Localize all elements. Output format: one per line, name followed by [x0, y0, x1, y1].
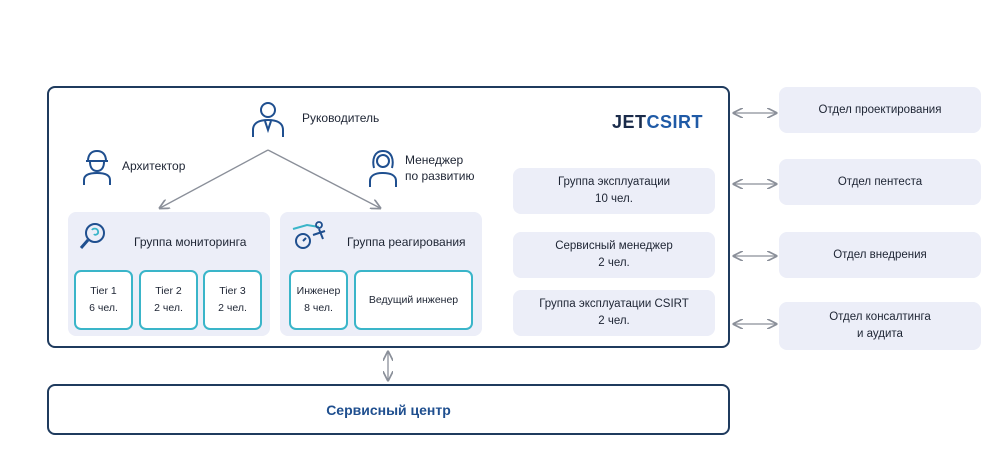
architect-label: Архитектор — [122, 159, 186, 173]
tier-3-box: Tier 3 2 чел. — [203, 270, 262, 330]
tools-icon — [289, 219, 329, 256]
dept-implementation-box: Отдел внедрения — [779, 232, 981, 278]
service-center-label: Сервисный центр — [326, 401, 451, 418]
hard-hat-icon — [82, 148, 112, 191]
service-manager-box: Сервисный менеджер 2 чел. — [513, 232, 715, 278]
leader-label: Руководитель — [302, 111, 380, 125]
lead-engineer-box: Ведущий инженер — [354, 270, 473, 330]
csirt-ops-group-box: Группа эксплуатации CSIRT 2 чел. — [513, 290, 715, 336]
response-group-title: Группа реагирования — [347, 235, 466, 249]
arrow-leader-to-monitoring — [160, 149, 269, 208]
ops-group-box: Группа эксплуатации 10 чел. — [513, 168, 715, 214]
dept-design-box: Отдел проектирования — [779, 87, 981, 133]
monitoring-group-title: Группа мониторинга — [134, 235, 247, 249]
dept-consulting-box: Отдел консалтинга и аудита — [779, 302, 981, 350]
woman-icon — [368, 148, 398, 193]
jetcsirt-logo: JETCSIRT — [612, 112, 704, 132]
service-center-box: Сервисный центр — [47, 384, 730, 435]
arrow-leader-to-response — [267, 149, 380, 208]
csirt-frame — [47, 86, 730, 348]
dept-pentest-box: Отдел пентеста — [779, 159, 981, 205]
manager-icon — [250, 100, 286, 143]
tier-1-box: Tier 1 6 чел. — [74, 270, 133, 330]
dev-manager-label: Менеджер по развитию — [405, 153, 475, 183]
magnifier-icon — [78, 221, 108, 256]
engineer-box: Инженер 8 чел. — [289, 270, 348, 330]
tier-2-box: Tier 2 2 чел. — [139, 270, 198, 330]
